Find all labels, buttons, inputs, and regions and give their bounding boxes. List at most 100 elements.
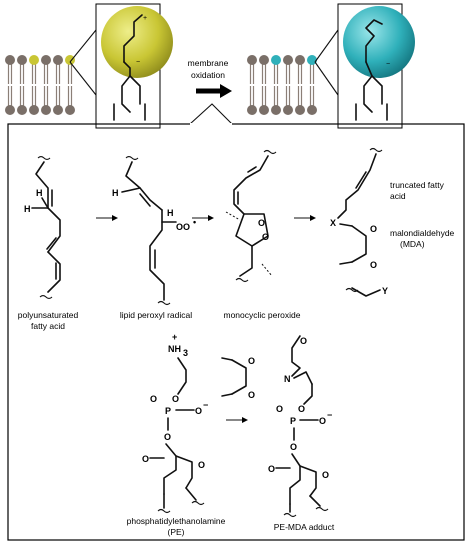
adduct-o1-label: O — [298, 404, 305, 414]
lipid-head — [17, 105, 27, 115]
pe-mda-adduct-structure: O N O P O − O O O O — [268, 335, 332, 518]
detail-frame — [7, 123, 465, 541]
minus-charge-left: − — [136, 59, 140, 66]
left-zoom-line-lower — [69, 61, 97, 96]
lipid-head — [29, 105, 39, 115]
lipid-head — [17, 55, 27, 65]
peroxide-label: monocyclic peroxide — [223, 310, 300, 320]
lipid-tail — [309, 62, 315, 84]
lipid-tail — [285, 62, 291, 84]
right-membrane — [247, 55, 317, 115]
left-membrane-lower-heads — [5, 86, 75, 115]
pe-zoom-box: + − — [95, 3, 173, 129]
lipid-tail — [43, 62, 49, 84]
pe-p-label: P — [165, 406, 171, 416]
pe-mda-zoom-box: − — [337, 3, 415, 129]
left-membrane-upper-heads — [5, 55, 75, 84]
lipid-tail — [19, 86, 25, 108]
radical-dot: • — [193, 217, 196, 227]
lipid-tail — [273, 86, 279, 108]
membrane-oxidation-arrow — [196, 84, 232, 98]
lipid-head — [53, 55, 63, 65]
pufa-h-label: H — [24, 204, 31, 214]
adduct-o2-label: O — [276, 404, 283, 414]
reaction-arrow-4 — [226, 417, 248, 423]
arrow-label-line1: membrane — [188, 58, 229, 68]
lipid-head — [271, 105, 281, 115]
monocyclic-peroxide-structure: O O — [225, 149, 277, 283]
pe-plus-charge: + — [172, 332, 177, 342]
lipid-head — [247, 55, 257, 65]
peroxide-o2-label: O — [262, 232, 269, 242]
truncated-x-label: X — [330, 218, 336, 228]
lipid-tail — [261, 86, 267, 108]
lipid-tail — [55, 86, 61, 108]
lipid-head — [41, 55, 51, 65]
mda-o1-label: O — [370, 224, 377, 234]
minus-charge-right: − — [386, 61, 390, 68]
mda-reagent-o1: O — [248, 356, 255, 366]
lipid-head — [259, 55, 269, 65]
truncated-label-line1: truncated fatty — [390, 180, 445, 190]
pufa-h2-label: H — [36, 188, 43, 198]
pe-o5-label: O — [142, 454, 149, 464]
adduct-label: PE-MDA adduct — [274, 522, 335, 532]
teal-head-sphere — [343, 6, 415, 78]
pe-label-line1: phosphatidylethanolamine — [127, 516, 226, 526]
lipid-head — [29, 55, 39, 65]
radical-oo-label: OO — [176, 222, 190, 232]
y-fragment-structure: Y — [345, 286, 388, 297]
radical-label: lipid peroxyl radical — [120, 310, 192, 320]
lipid-tail — [31, 62, 37, 84]
lipid-tail — [67, 86, 73, 108]
mda-structure: O O — [339, 223, 377, 270]
right-zoom-line-upper — [314, 29, 339, 63]
truncated-fatty-acid-structure: X — [330, 147, 383, 228]
adduct-o4-label: O — [322, 470, 329, 480]
lipid-tail — [261, 62, 267, 84]
callout-pointer — [189, 103, 233, 125]
adduct-o-minus-label: O — [319, 416, 326, 426]
mda-o2-label: O — [370, 260, 377, 270]
adduct-o-top: O — [300, 336, 307, 346]
lipid-head — [5, 55, 15, 65]
lipid-head — [295, 105, 305, 115]
lipid-head — [283, 55, 293, 65]
radical-h2-label: H — [167, 208, 174, 218]
right-membrane-upper-heads — [247, 55, 317, 84]
pufa-label-line1: polyunsaturated — [18, 310, 79, 320]
mda-label-line2: (MDA) — [400, 239, 425, 249]
radical-h-label: H — [112, 188, 119, 198]
lipid-tail — [7, 62, 13, 84]
pe-label-line2: (PE) — [168, 527, 185, 537]
pe-nh3-sub: 3 — [183, 348, 188, 358]
lipid-tail — [55, 62, 61, 84]
reaction-arrow-1 — [96, 215, 118, 221]
lipid-tail — [285, 86, 291, 108]
pe-structure: NH 3 + O P O − O O O O — [142, 332, 208, 514]
left-zoom-line-upper — [69, 29, 97, 63]
reaction-arrow-2 — [192, 215, 214, 221]
lipid-head — [271, 55, 281, 65]
pe-o2-label: O — [150, 394, 157, 404]
adduct-o3-label: O — [290, 442, 297, 452]
adduct-minus-charge: − — [327, 410, 332, 420]
lipid-head — [5, 105, 15, 115]
right-membrane-lower-heads — [247, 86, 317, 115]
lipid-head — [53, 105, 63, 115]
pufa-structure: H H — [24, 155, 61, 300]
left-membrane — [5, 55, 75, 115]
lipid-tail — [309, 86, 315, 108]
lipid-head — [295, 55, 305, 65]
right-zoom-line-lower — [314, 61, 339, 96]
lipid-tail — [249, 62, 255, 84]
mda-label-line1: malondialdehyde — [390, 228, 455, 238]
peroxide-o1-label: O — [258, 218, 265, 228]
lipid-tail — [273, 62, 279, 84]
reaction-arrow-3 — [294, 215, 316, 221]
lipid-head — [259, 105, 269, 115]
lipid-tail — [7, 86, 13, 108]
fragment-y-label: Y — [382, 286, 388, 296]
lipid-head — [65, 55, 75, 65]
